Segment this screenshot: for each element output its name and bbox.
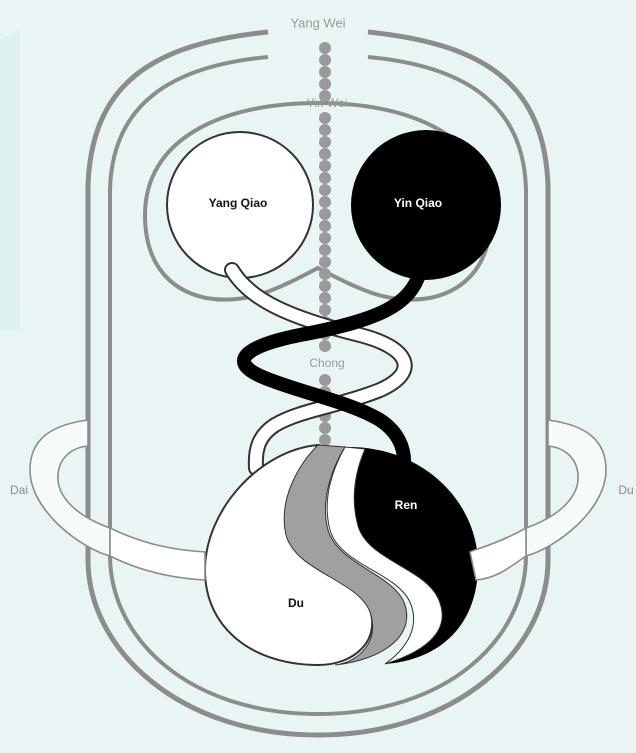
label-yang-wei: Yang Wei bbox=[290, 15, 346, 31]
ren-du-yinyang bbox=[203, 443, 478, 667]
label-du: Du bbox=[288, 596, 304, 610]
yin-qiao-strand bbox=[237, 265, 427, 472]
label-yang-qiao: Yang Qiao bbox=[208, 196, 268, 210]
label-yin-qiao: Yin Qiao bbox=[393, 196, 443, 210]
label-dai-right: Du bbox=[618, 483, 634, 497]
yang-qiao-strand bbox=[224, 262, 413, 476]
label-dai-left: Dai bbox=[9, 483, 29, 497]
label-ren: Ren bbox=[394, 498, 418, 512]
label-chong: Chong bbox=[309, 356, 345, 370]
label-yin-wei: Yin Wei bbox=[306, 96, 348, 110]
yin-wei-vessel bbox=[142, 100, 494, 302]
yin-qiao-circle bbox=[351, 130, 501, 280]
chong-bead-chain bbox=[319, 42, 331, 446]
dai-belt-front bbox=[109, 526, 527, 581]
yang-wei-vessel bbox=[85, 29, 551, 738]
